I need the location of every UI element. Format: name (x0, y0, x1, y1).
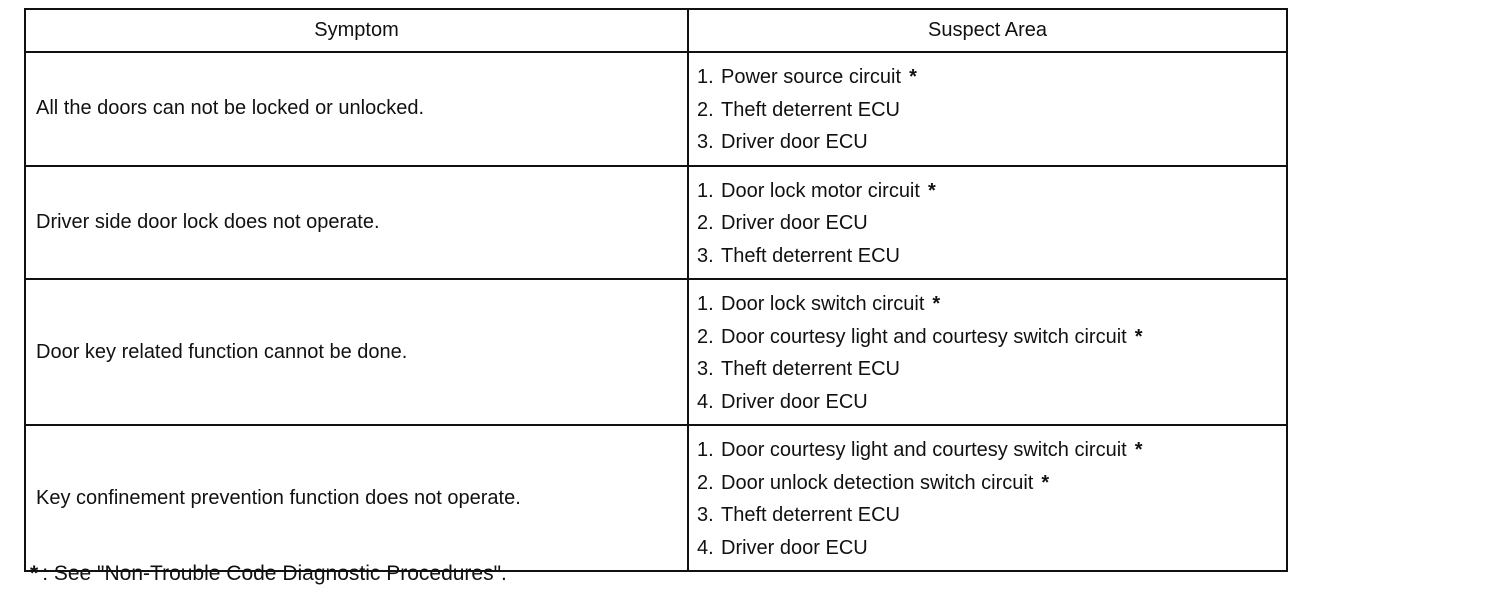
suspect-text: Door courtesy light and courtesy switch … (721, 439, 1127, 461)
suspect-area-cell: 1. Door lock switch circuit * 2. Door courte… (687, 278, 1288, 426)
footnote: *: See "Non-Trouble Code Diagnostic Proc… (30, 562, 507, 586)
suspect-item: 4. Driver door ECU (697, 386, 1286, 419)
suspect-item: 3. Theft deterrent ECU (697, 240, 1286, 273)
symptom-cell: Door key related function cannot be done… (24, 278, 689, 426)
suspect-text: Door lock motor circuit (721, 179, 920, 202)
footnote-mark: * (30, 562, 39, 585)
suspect-number: 3. (697, 504, 714, 526)
symptom-cell: Driver side door lock does not operate. (24, 164, 689, 280)
suspect-area-cell: 1. Power source circuit * 2. Theft deterrent… (687, 51, 1288, 167)
footnote-reference-mark: * (932, 293, 941, 315)
suspect-area-cell: 1. Door lock motor circuit * 2. Driver door … (687, 164, 1288, 280)
footnote-reference-mark: * (1041, 471, 1050, 494)
symptom-cell: All the doors can not be locked or unloc… (24, 51, 689, 167)
suspect-number: 4. (697, 390, 714, 413)
suspect-item: 1. Door courtesy light and courtesy switc… (697, 434, 1286, 467)
suspect-list: 1. Power source circuit * 2. Theft deterrent… (697, 53, 1286, 165)
suspect-item: 1. Door lock motor circuit * (697, 175, 1286, 208)
header-suspect-area: Suspect Area (687, 8, 1288, 53)
diagnostic-table: Symptom Suspect Area All the doors can n… (24, 8, 1288, 572)
footnote-text: : See "Non-Trouble Code Diagnostic Proce… (42, 562, 507, 585)
suspect-number: 4. (697, 536, 714, 559)
suspect-text: Driver door ECU (721, 131, 868, 153)
suspect-area-cell: 1. Door courtesy light and courtesy switc… (687, 424, 1288, 572)
suspect-text: Door courtesy light and courtesy switch … (721, 325, 1127, 348)
table-body: All the doors can not be locked or unloc… (24, 51, 1288, 572)
suspect-list: 1. Door courtesy light and courtesy switc… (697, 426, 1286, 570)
suspect-number: 3. (697, 358, 714, 380)
footnote-reference-mark: * (1134, 439, 1143, 461)
suspect-text: Theft deterrent ECU (721, 504, 900, 526)
suspect-list: 1. Door lock motor circuit * 2. Driver door … (697, 167, 1286, 279)
suspect-item: 2. Driver door ECU (697, 207, 1286, 240)
suspect-number: 1. (697, 293, 714, 315)
suspect-list: 1. Door lock switch circuit * 2. Door courte… (697, 280, 1286, 424)
suspect-item: 1. Power source circuit * (697, 61, 1286, 94)
suspect-number: 1. (697, 179, 714, 202)
footnote-reference-mark: * (909, 66, 917, 88)
suspect-number: 2. (697, 471, 714, 494)
symptom-cell: Key confinement prevention function does… (24, 424, 689, 572)
suspect-item: 2. Theft deterrent ECU (697, 94, 1286, 127)
suspect-text: Power source circuit (721, 66, 902, 88)
suspect-text: Theft deterrent ECU (721, 244, 900, 267)
suspect-number: 3. (697, 131, 714, 153)
header-symptom: Symptom (24, 8, 689, 53)
suspect-number: 2. (697, 212, 714, 234)
suspect-number: 3. (697, 244, 714, 267)
table-row: Driver side door lock does not operate.1… (24, 164, 1288, 280)
suspect-item: 2. Door courtesy light and courtesy switc… (697, 321, 1286, 354)
suspect-item: 3. Theft deterrent ECU (697, 353, 1286, 386)
suspect-text: Door unlock detection switch circuit (721, 471, 1034, 494)
header-row: Symptom Suspect Area (24, 8, 1288, 53)
suspect-number: 2. (697, 98, 714, 121)
table-row: Key confinement prevention function does… (24, 424, 1288, 572)
suspect-number: 2. (697, 325, 714, 348)
suspect-text: Theft deterrent ECU (721, 358, 900, 380)
suspect-item: 4. Driver door ECU (697, 532, 1286, 565)
suspect-number: 1. (697, 439, 714, 461)
suspect-text: Door lock switch circuit (721, 293, 925, 315)
suspect-text: Driver door ECU (721, 390, 868, 413)
suspect-item: 3. Theft deterrent ECU (697, 499, 1286, 532)
suspect-item: 2. Door unlock detection switch circuit * (697, 467, 1286, 500)
suspect-item: 3. Driver door ECU (697, 126, 1286, 159)
suspect-text: Driver door ECU (721, 212, 868, 234)
suspect-text: Theft deterrent ECU (721, 98, 900, 121)
suspect-text: Driver door ECU (721, 536, 868, 559)
table-row: Door key related function cannot be done… (24, 278, 1288, 426)
suspect-item: 1. Door lock switch circuit * (697, 288, 1286, 321)
suspect-number: 1. (697, 66, 714, 88)
footnote-reference-mark: * (1134, 325, 1143, 348)
table-row: All the doors can not be locked or unloc… (24, 51, 1288, 167)
footnote-reference-mark: * (927, 179, 936, 202)
